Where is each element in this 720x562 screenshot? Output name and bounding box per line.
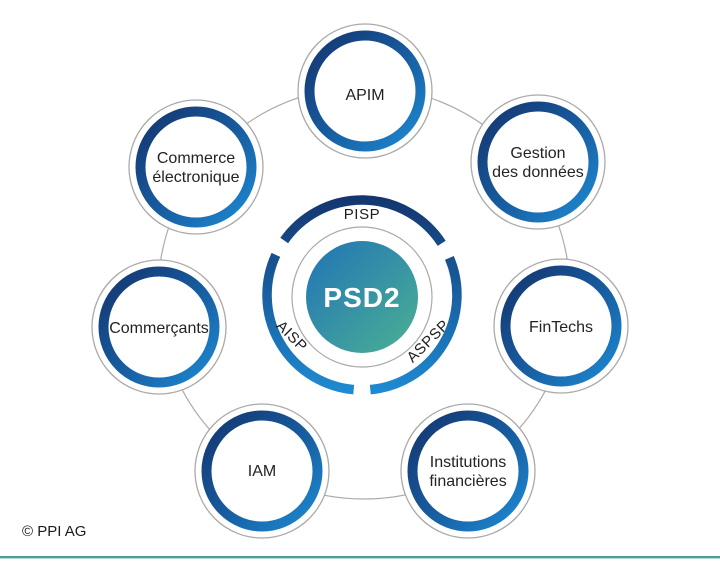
center-thin-ring — [291, 226, 433, 368]
node-commerce-ring — [135, 106, 257, 228]
node-gestion-label-line1: Gestion — [510, 145, 565, 162]
node-fintechs-ring — [500, 265, 622, 387]
node-commercants-label: Commerçants — [109, 320, 209, 337]
node-commercants: Commerçants — [91, 259, 227, 395]
node-gestion-ring — [477, 101, 599, 223]
psd2-circle — [306, 241, 418, 353]
node-apim: APIM — [297, 23, 433, 159]
node-fintechs-label: FinTechs — [529, 319, 593, 336]
footer-accent-line — [0, 556, 720, 559]
node-apim-label: APIM — [345, 87, 384, 104]
node-gestion-label-line2: des données — [492, 164, 584, 181]
arc-segment-pisp — [280, 195, 446, 246]
copyright-text: © PPI AG — [22, 523, 86, 540]
node-commerce-electronique: Commerce électronique — [128, 99, 264, 235]
node-fintechs: FinTechs — [493, 258, 629, 394]
segment-label-pisp: PISP — [344, 206, 381, 223]
node-institutions-label-line1: Institutions — [430, 454, 506, 471]
node-iam-label: IAM — [248, 463, 276, 480]
psd2-label: PSD2 — [323, 282, 400, 313]
node-institutions-ring — [407, 410, 529, 532]
node-apim-ring — [304, 30, 426, 152]
arc-segment-aisp — [262, 252, 355, 395]
node-commerce-label-line1: Commerce — [157, 150, 235, 167]
arc-segment-aspsp — [369, 256, 462, 395]
node-institutions-financieres: Institutions financières — [400, 403, 536, 539]
node-commerce-label-line2: électronique — [152, 169, 239, 186]
node-iam-ring — [201, 410, 323, 532]
node-commercants-ring — [98, 266, 220, 388]
psd2-center: PSD2 PISP AISP ASPSP — [262, 195, 462, 395]
node-iam: IAM — [194, 403, 330, 539]
node-institutions-label-line2: financières — [429, 473, 506, 490]
node-gestion-des-donnees: Gestion des données — [470, 94, 606, 230]
